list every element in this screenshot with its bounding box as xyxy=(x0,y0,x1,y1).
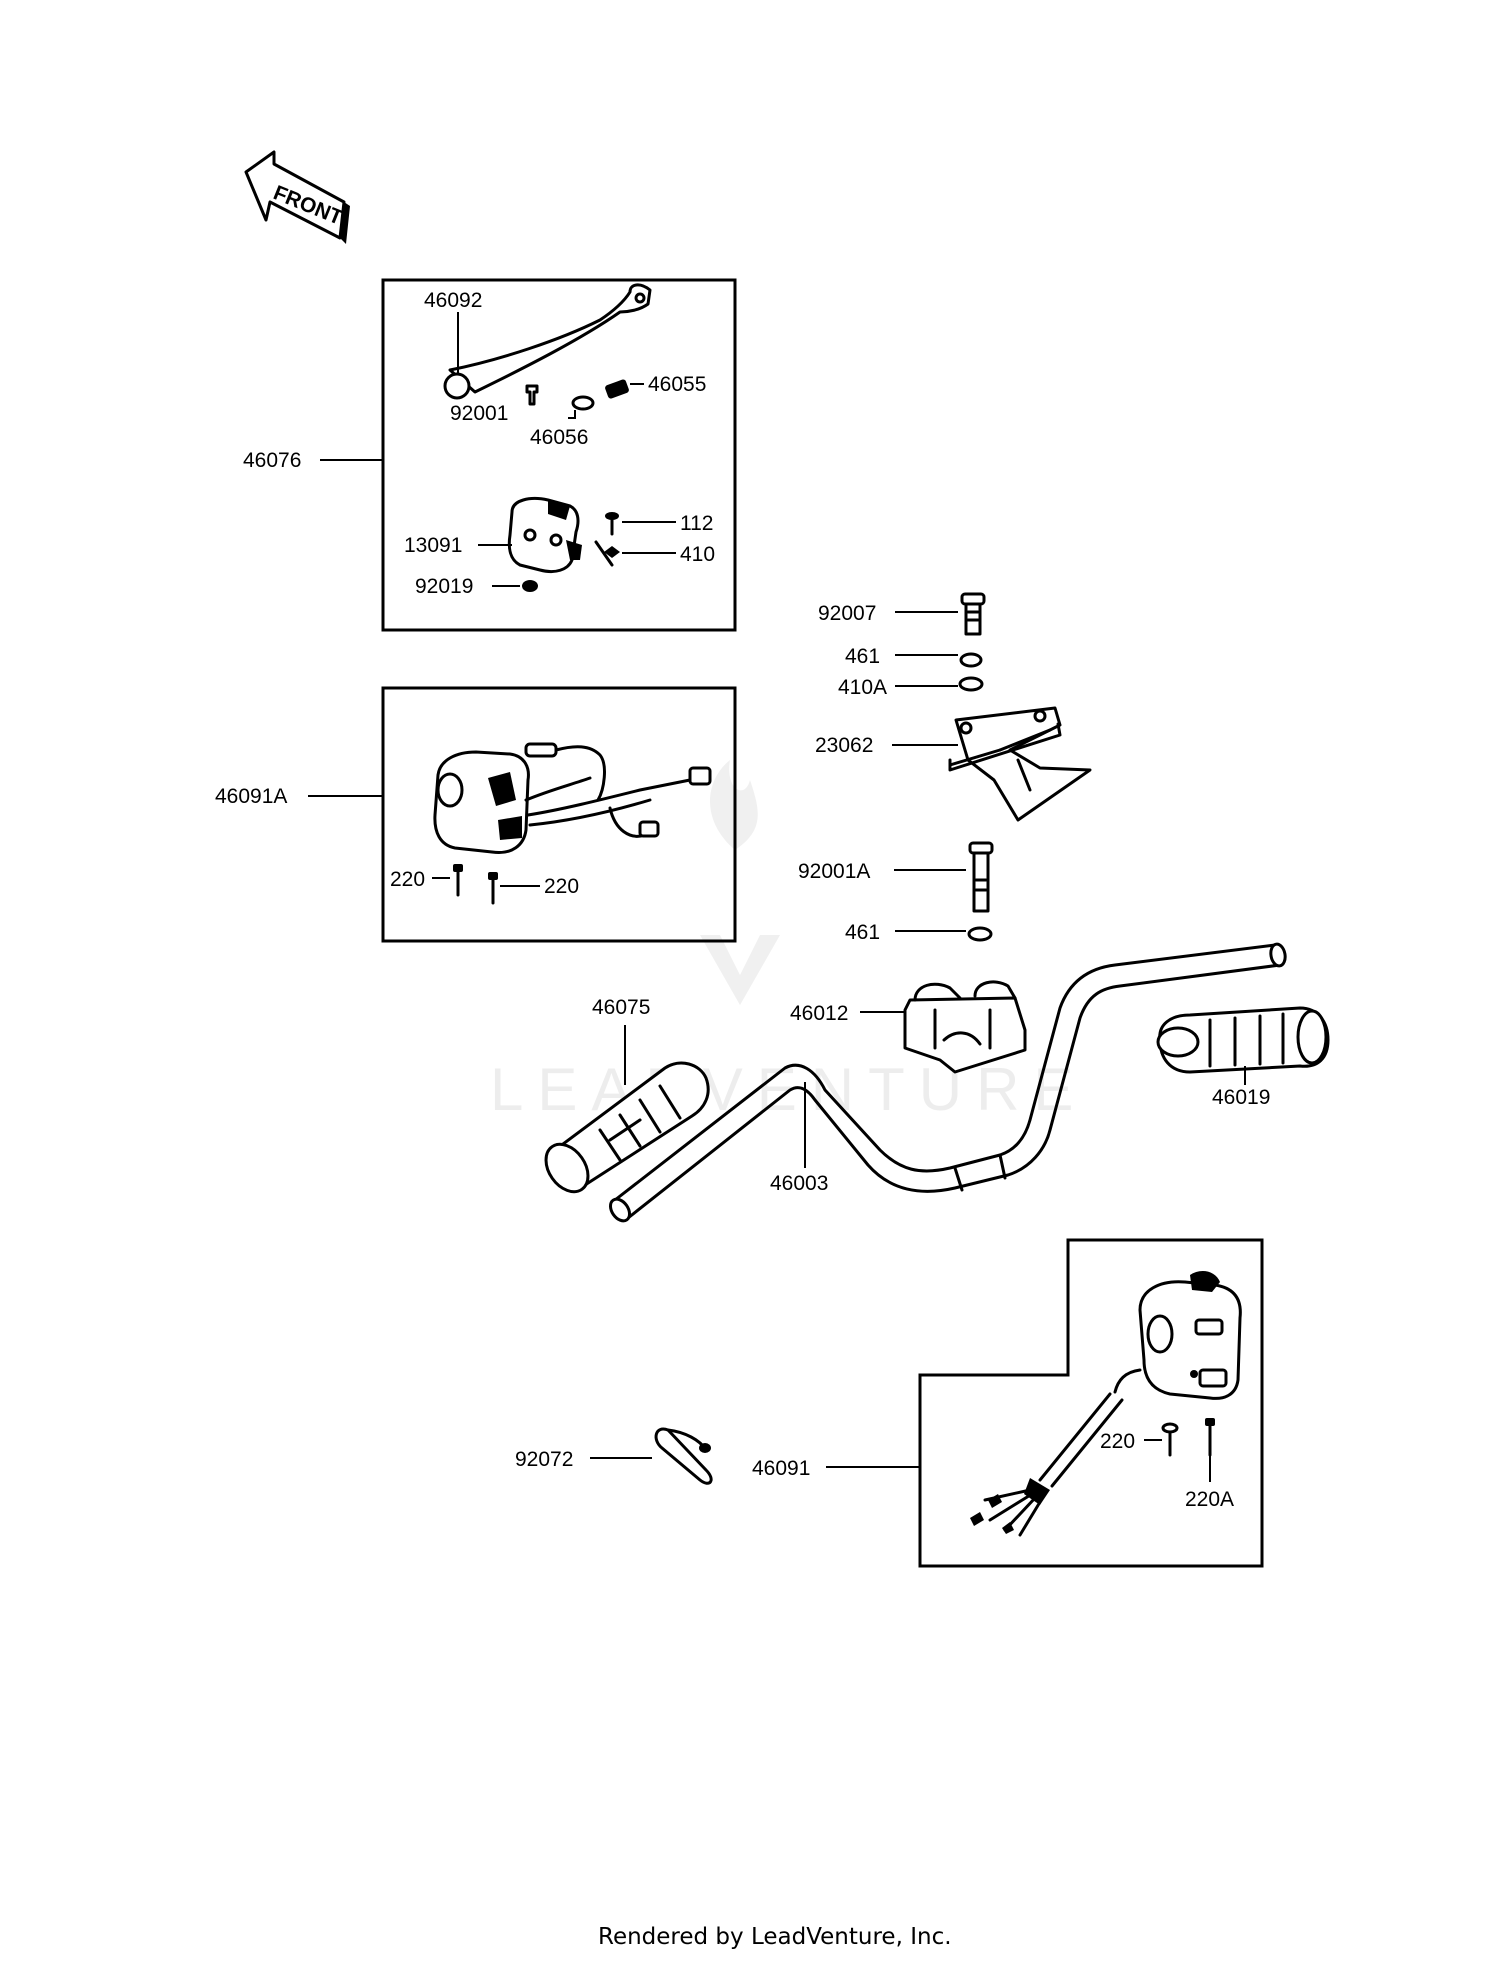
label-46055: 46055 xyxy=(648,373,706,396)
holder-13091-part xyxy=(507,497,582,574)
washer-410-part xyxy=(594,540,620,567)
label-46075: 46075 xyxy=(592,996,650,1019)
label-92001A: 92001A xyxy=(798,860,870,883)
label-46019: 46019 xyxy=(1212,1086,1270,1109)
bracket-23062-part xyxy=(948,706,1092,822)
watermark-text: LEADVENTURE xyxy=(490,1056,1087,1123)
washer-461-bottom-part xyxy=(967,926,993,942)
bolt-92001A-part xyxy=(968,841,994,913)
label-220-lower: 220 xyxy=(1100,1430,1135,1453)
label-92019: 92019 xyxy=(415,575,473,598)
screw-220-lower-part xyxy=(1161,1422,1179,1457)
left-switch-box xyxy=(381,686,737,943)
right-switch-part xyxy=(970,1270,1242,1537)
screw-112-part xyxy=(605,512,619,536)
front-arrow-icon: FRONT xyxy=(244,150,350,244)
leader-46056 xyxy=(568,410,576,419)
label-220-left: 220 xyxy=(390,868,425,891)
label-410A: 410A xyxy=(838,676,887,699)
label-46012: 46012 xyxy=(790,1002,848,1025)
left-switch-part xyxy=(433,742,712,855)
grip-46075-part xyxy=(544,1061,710,1194)
screw-220A-part xyxy=(1205,1418,1215,1457)
label-92007: 92007 xyxy=(818,602,876,625)
lever-assembly-box xyxy=(381,278,737,632)
washer-461-top-part xyxy=(959,652,983,668)
watermark: LEADVENTURE xyxy=(490,760,1087,1123)
lever-part xyxy=(443,283,652,400)
label-220-right: 220 xyxy=(544,875,579,898)
label-23062: 23062 xyxy=(815,734,873,757)
label-92001: 92001 xyxy=(450,402,508,425)
label-220A: 220A xyxy=(1185,1488,1234,1511)
clamp-92072-part xyxy=(654,1427,713,1485)
screw-220-right-part xyxy=(488,872,498,905)
label-112: 112 xyxy=(680,512,713,535)
label-46076: 46076 xyxy=(243,449,301,472)
holder-46012-part xyxy=(903,980,1027,1074)
label-46091: 46091 xyxy=(752,1457,810,1480)
label-461-top: 461 xyxy=(845,645,880,668)
label-46092: 46092 xyxy=(424,289,482,312)
grip-46019-part xyxy=(1156,1006,1330,1074)
right-switch-box xyxy=(918,1238,1264,1568)
washer-410A-part xyxy=(958,676,984,692)
label-92072: 92072 xyxy=(515,1448,573,1471)
label-46056: 46056 xyxy=(530,426,588,449)
footer-credit: Rendered by LeadVenture, Inc. xyxy=(598,1924,952,1950)
washer-46056-part xyxy=(571,395,595,411)
bolt-92001-part xyxy=(525,384,539,406)
label-410: 410 xyxy=(680,543,715,566)
adjuster-46055-part xyxy=(605,379,629,399)
nut-92019-part xyxy=(522,580,538,592)
screw-220-left-part xyxy=(453,864,463,897)
label-13091: 13091 xyxy=(404,534,462,557)
handlebar-46003-part xyxy=(608,942,1287,1223)
label-46091A: 46091A xyxy=(215,785,287,808)
label-461-bottom: 461 xyxy=(845,921,880,944)
label-46003: 46003 xyxy=(770,1172,828,1195)
bolt-92007-part xyxy=(960,592,986,636)
